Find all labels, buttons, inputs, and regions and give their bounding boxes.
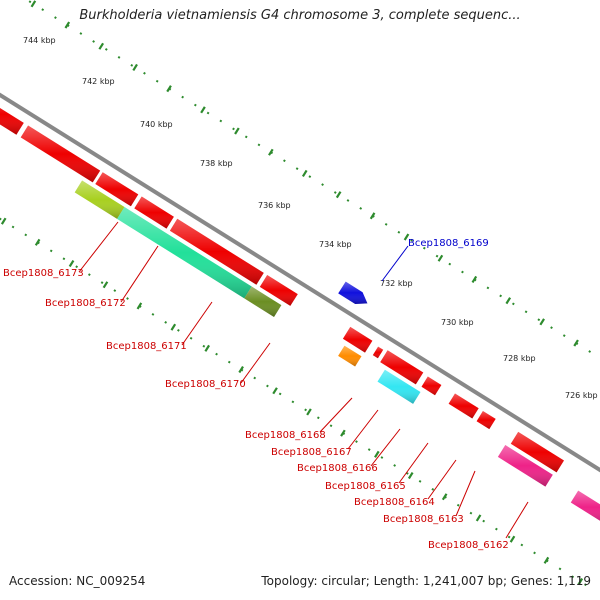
gene-feature-red[interactable]	[448, 393, 479, 419]
gene-feature-orange[interactable]	[338, 345, 362, 367]
gene-feature-red[interactable]	[476, 411, 496, 430]
scale-label: 736 kbp	[258, 201, 291, 210]
topology-text: Topology: circular; Length: 1,241,007 bp…	[261, 574, 591, 588]
gene-label[interactable]: Bcep1808_6164	[354, 497, 435, 508]
gene-feature-red[interactable]	[0, 94, 24, 135]
gene-feature-olive[interactable]	[244, 286, 282, 318]
gene-feature-cyan[interactable]	[377, 369, 421, 404]
gene-label[interactable]: Bcep1808_6162	[428, 540, 509, 551]
gene-feature-lime[interactable]	[74, 180, 125, 219]
gene-label[interactable]: Bcep1808_6172	[45, 298, 126, 309]
label-leaders	[78, 221, 529, 539]
gene-feature-red[interactable]	[169, 218, 264, 285]
gene-label[interactable]: Bcep1808_6173	[3, 268, 84, 279]
gene-feature-red[interactable]	[95, 172, 139, 207]
scale-label: 742 kbp	[82, 77, 115, 86]
scale-label: 728 kbp	[503, 354, 536, 363]
scale-label: 726 kbp	[565, 391, 598, 400]
accession-text: Accession: NC_009254	[9, 574, 146, 588]
scale-label: 738 kbp	[200, 159, 233, 168]
scale-labels: 744 kbp 742 kbp 740 kbp 738 kbp 736 kbp 734 k…	[23, 36, 598, 400]
gene-label[interactable]: Bcep1808_6165	[325, 481, 406, 492]
gene-label[interactable]: Bcep1808_6166	[297, 463, 378, 474]
gene-feature-red[interactable]	[421, 376, 442, 396]
gene-label[interactable]: Bcep1808_6168	[245, 430, 326, 441]
gene-feature-red[interactable]	[510, 431, 564, 473]
scale-label: 734 kbp	[319, 240, 352, 249]
scale-label: 732 kbp	[380, 279, 413, 288]
chromosome-backbone	[0, 92, 600, 473]
gene-feature-pink[interactable]	[497, 445, 553, 487]
gene-feature-red[interactable]	[20, 125, 101, 183]
gene-feature-red[interactable]	[259, 275, 298, 306]
gene-feature-mint[interactable]	[117, 207, 252, 299]
gene-label[interactable]: Bcep1808_6163	[383, 514, 464, 525]
scale-label: 730 kbp	[441, 318, 474, 327]
gene-feature-red[interactable]	[380, 350, 424, 385]
scale-label: 740 kbp	[140, 120, 173, 129]
gene-feature-pink[interactable]	[570, 490, 600, 524]
gene-feature-red[interactable]	[134, 196, 174, 229]
gene-label[interactable]: Bcep1808_6171	[106, 341, 187, 352]
gene-labels: Bcep1808_6173Bcep1808_6172Bcep1808_6171B…	[3, 238, 509, 551]
gene-feature-red[interactable]	[342, 326, 373, 353]
gene-feature-blue[interactable]	[338, 281, 368, 304]
map-title: Burkholderia vietnamiensis G4 chromosome…	[79, 8, 521, 23]
gene-features	[0, 94, 600, 524]
gene-label[interactable]: Bcep1808_6170	[165, 379, 246, 390]
scale-label: 744 kbp	[23, 36, 56, 45]
gene-label[interactable]: Bcep1808_6167	[271, 447, 352, 458]
gene-label[interactable]: Bcep1808_6169	[408, 238, 489, 249]
gene-feature-red[interactable]	[372, 346, 384, 359]
